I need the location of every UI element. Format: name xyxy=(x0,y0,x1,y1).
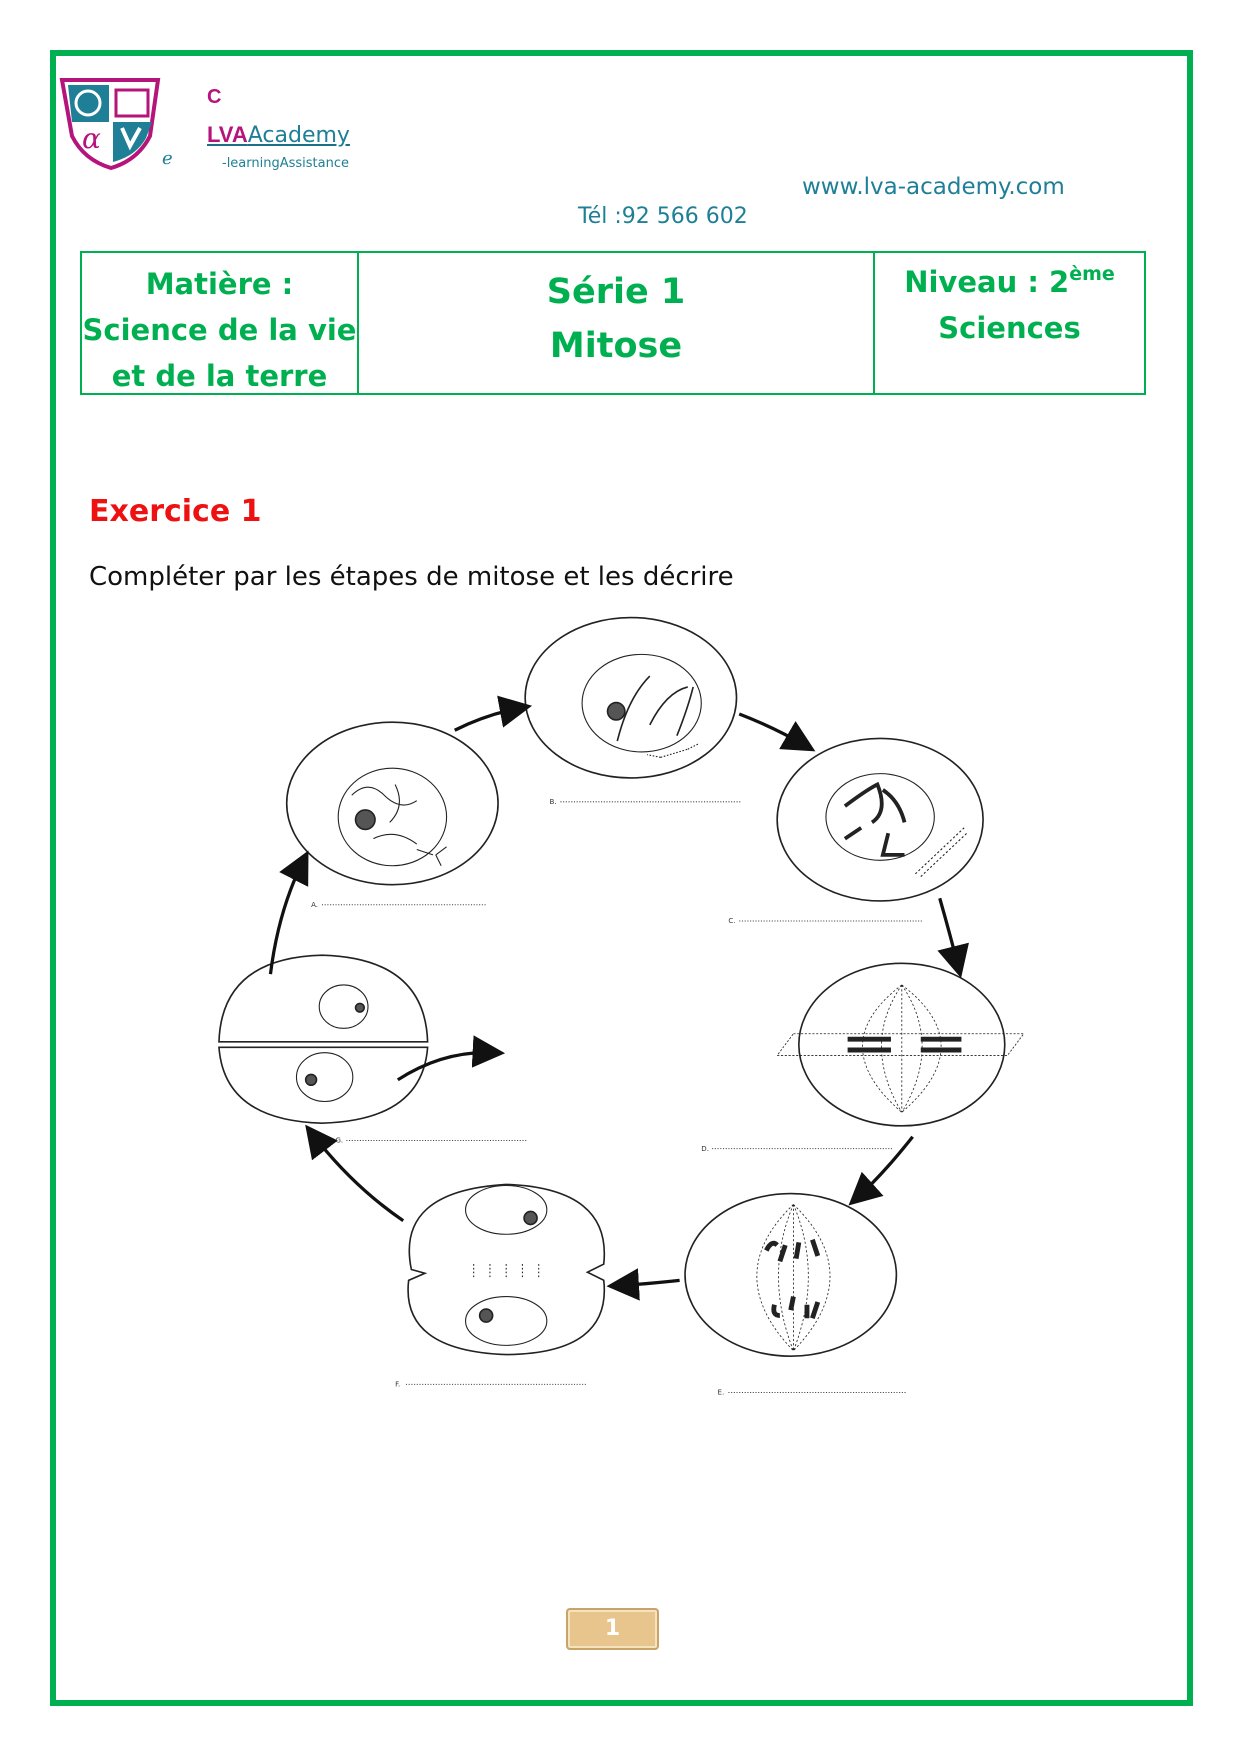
brand-e: e xyxy=(162,148,173,169)
subject-line1: Science de la vie xyxy=(82,313,357,347)
cell-d-metaphase xyxy=(776,962,1025,1127)
exercise-title: Exercice 1 xyxy=(89,494,262,529)
cell-g-daughter-cells xyxy=(218,954,429,1124)
subject-cell: Matière : Science de la vie et de la ter… xyxy=(82,253,359,393)
level-stream: Sciences xyxy=(938,311,1081,345)
brand-subtitle: -learningAssistance xyxy=(222,156,349,171)
mitosis-cycle-diagram: A. B. C. D. E. F. G. xyxy=(218,616,1025,1397)
cell-e-anaphase xyxy=(684,1192,898,1358)
cell-a-interphase xyxy=(285,721,499,886)
svg-text:α: α xyxy=(82,122,101,155)
cell-b-prophase xyxy=(524,616,738,779)
level-label: Niveau : 2 xyxy=(904,265,1070,299)
cell-f-telophase xyxy=(407,1183,606,1356)
arrow-g-to-a xyxy=(268,850,309,975)
phone-number: Tél :92 566 602 xyxy=(578,204,748,229)
arrow-d-to-e xyxy=(848,1135,914,1206)
arrow-c-to-d xyxy=(937,897,969,979)
arrow-a-to-b xyxy=(453,695,533,732)
label-a: A. xyxy=(311,900,318,909)
level-sup: ème xyxy=(1069,263,1115,285)
cell-c-late-prophase xyxy=(776,737,984,902)
page-border xyxy=(50,50,1193,1706)
arrow-b-to-c xyxy=(738,712,816,752)
brand-academy: Academy xyxy=(247,123,350,148)
level-cell: Niveau : 2ème Sciences xyxy=(875,253,1144,393)
label-f: F. xyxy=(395,1380,400,1389)
label-c: C. xyxy=(728,916,735,925)
label-g: G. xyxy=(335,1136,343,1145)
label-d: D. xyxy=(701,1144,709,1153)
arrow-g-out xyxy=(396,1035,506,1082)
label-b: B. xyxy=(550,797,557,806)
series-cell: Série 1 Mitose xyxy=(359,253,875,393)
topic-title: Mitose xyxy=(549,326,683,366)
lva-academy-logo: α xyxy=(59,78,161,170)
page-number: 1 xyxy=(566,1608,659,1650)
arrow-e-to-f xyxy=(606,1268,680,1301)
label-e: E. xyxy=(718,1388,725,1397)
arrow-f-to-g xyxy=(305,1124,405,1223)
exercise-instruction: Compléter par les étapes de mitose et le… xyxy=(89,562,734,592)
subject-label: Matière : xyxy=(145,267,294,301)
subject-line2: et de la terre xyxy=(111,359,328,393)
brand-lva: LVA xyxy=(207,122,248,147)
info-table: Matière : Science de la vie et de la ter… xyxy=(80,251,1146,395)
brand-initial: C xyxy=(207,86,222,108)
website-link[interactable]: www.lva-academy.com xyxy=(802,174,1065,200)
series-title: Série 1 xyxy=(546,272,686,312)
brand-name: LVAAcademy xyxy=(207,122,350,148)
